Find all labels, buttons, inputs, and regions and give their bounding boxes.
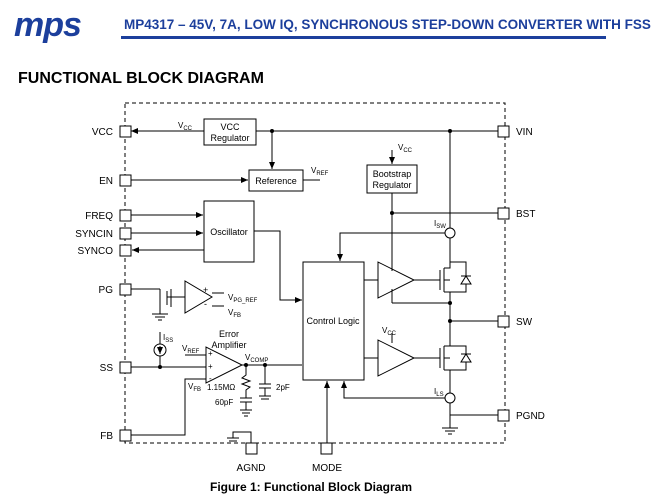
junction-driver-sw	[448, 301, 452, 305]
pin-agnd-box	[245, 442, 258, 455]
pin-label-bst: BST	[516, 209, 535, 220]
pin-mode-box	[320, 442, 333, 455]
pin-label-vin: VIN	[516, 127, 533, 138]
ea-plus-1: +	[208, 349, 213, 358]
chip-boundary	[124, 102, 506, 444]
pin-label-pgnd: PGND	[516, 411, 545, 422]
pin-label-syncin: SYNCIN	[75, 229, 113, 240]
wire-fb	[131, 378, 206, 436]
pin-label-sw: SW	[516, 317, 533, 328]
ils-sense	[444, 392, 456, 404]
isw-sense	[444, 227, 456, 239]
vref-label: VREF	[311, 166, 329, 177]
pg-ground-symbol	[152, 313, 168, 321]
mps-logo: mps	[14, 6, 82, 44]
hs-fet-terminals	[444, 262, 451, 321]
pgnd-ground-symbol	[442, 427, 458, 435]
ls-driver	[377, 339, 416, 377]
vfb-pg-label: VFB	[228, 308, 241, 319]
reference-label: Reference	[255, 176, 297, 186]
bootstrap-regulator-label-1: Bootstrap	[373, 169, 412, 179]
vcc-regulator-block	[203, 118, 257, 146]
pin-label-pg: PG	[99, 285, 114, 296]
ea-minus: -	[209, 374, 212, 383]
pg-comp-minus: -	[204, 299, 207, 309]
header-rule	[121, 36, 606, 39]
vcc-regulator-label-1: VCC	[220, 122, 240, 132]
pin-vcc-box	[119, 125, 132, 138]
ls-body-diode	[460, 353, 472, 363]
ils-label: ILS	[434, 387, 444, 398]
comp-resistor	[240, 365, 252, 398]
vcc3-label: VCC	[382, 326, 397, 337]
pin-label-freq: FREQ	[85, 211, 113, 222]
resistor-value: 1.15MΩ	[207, 383, 235, 392]
pin-synco-box	[119, 244, 132, 257]
section-title: FUNCTIONAL BLOCK DIAGRAM	[18, 70, 264, 87]
pin-label-mode: MODE	[312, 463, 342, 474]
bootstrap-regulator-block	[366, 164, 418, 194]
cap-2pf-value: 2pF	[276, 383, 290, 392]
control-logic-label: Control Logic	[306, 316, 360, 326]
pin-sw-box	[497, 315, 510, 328]
vcc-regulator-label-2: Regulator	[210, 133, 249, 143]
pin-ss-box	[119, 361, 132, 374]
oscillator-label: Oscillator	[210, 227, 248, 237]
vcomp-label: VCOMP	[245, 353, 268, 364]
pin-label-agnd: AGND	[237, 463, 266, 474]
isw-label: ISW	[434, 219, 446, 230]
ea-plus-2: +	[208, 362, 213, 371]
wire-isw	[337, 232, 445, 261]
pin-freq-box	[119, 209, 132, 222]
bootstrap-regulator-label-2: Regulator	[372, 180, 411, 190]
pin-label-ss: SS	[100, 363, 114, 374]
ls-fet-terminals	[444, 345, 451, 393]
document-title: MP4317 – 45V, 7A, LOW IQ, SYNCHRONOUS ST…	[124, 17, 651, 32]
pin-vin-box	[497, 125, 510, 138]
error-amplifier	[205, 346, 244, 384]
pin-label-vcc: VCC	[92, 127, 113, 138]
wire-osc-to-logic	[254, 230, 302, 303]
wire-ils	[341, 381, 445, 399]
cap-60pf-value: 60pF	[215, 398, 233, 407]
iss-label: ISS	[163, 333, 173, 344]
pin-bst-box	[497, 207, 510, 220]
vpgref-label: VPG_REF	[228, 293, 258, 304]
pin-label-synco: SYNCO	[77, 246, 113, 257]
pin-label-en: EN	[99, 176, 113, 187]
figure-caption: Figure 1: Functional Block Diagram	[209, 480, 413, 494]
comp-cap-2pf	[259, 383, 271, 389]
pg-comp-plus: +	[203, 285, 208, 295]
vref2-label: VREF	[182, 344, 200, 355]
comp-cap-60pf	[240, 397, 252, 403]
pin-fb-box	[119, 429, 132, 442]
comp-ground-symbol	[240, 409, 252, 417]
hs-body-diode	[460, 275, 472, 285]
block-diagram: VCC EN FREQ SYNCIN SYNCO PG SS FB VIN BS…	[75, 102, 545, 474]
pin-label-fb: FB	[100, 431, 113, 442]
vcc-label: VCC	[178, 121, 193, 132]
hs-body-diode-wire	[450, 261, 467, 293]
pin-pgnd-box	[497, 409, 510, 422]
vcc2-label: VCC	[398, 143, 413, 154]
agnd-ground	[227, 431, 252, 443]
cap-2pf-ground	[259, 395, 271, 400]
pin-syncin-box	[119, 227, 132, 240]
pin-pg-box	[119, 283, 132, 296]
vfb2-label: VFB	[188, 382, 201, 393]
error-amp-label-2: Amplifier	[211, 340, 246, 350]
error-amp-label-1: Error	[219, 329, 239, 339]
control-logic-block	[302, 261, 365, 381]
hs-driver	[377, 261, 416, 299]
oscillator-block	[203, 200, 255, 263]
pin-en-box	[119, 174, 132, 187]
